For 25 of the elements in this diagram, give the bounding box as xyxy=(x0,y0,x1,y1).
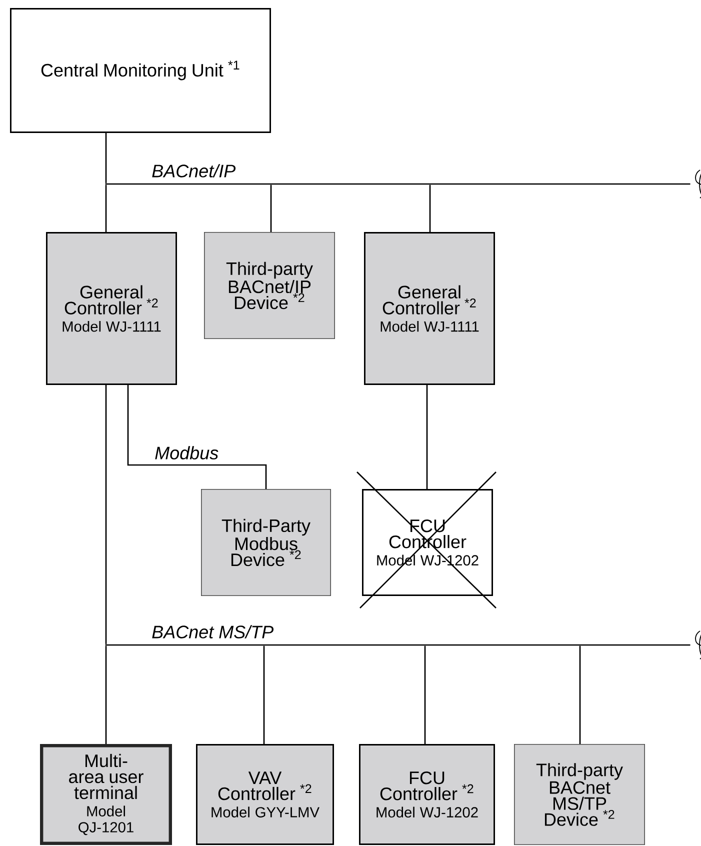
network-bus: BACnet/IP xyxy=(105,164,690,185)
device-box: Third-party BACnet MS/TP Device $^{*2}$ xyxy=(514,744,645,845)
connector-line xyxy=(105,184,107,232)
controller-box: VAV Controller $^{*2}$ Model GYY-LMV xyxy=(196,744,334,845)
connector-line xyxy=(579,646,581,744)
node-label: BACnet/IP xyxy=(152,164,236,178)
connector-line xyxy=(263,646,265,744)
device-box: Third-party BACnet/IP Device $^{*2}$ xyxy=(204,232,335,339)
controller-box: FCU Controller $^{*2}$ Model WJ-1202 xyxy=(359,744,495,845)
connector-line xyxy=(105,646,107,744)
edge-label: Modbus xyxy=(155,446,218,460)
network-bus: BACnet MS/TP xyxy=(105,625,690,646)
connector-line xyxy=(105,133,107,184)
connector-line xyxy=(426,385,428,489)
controller-box: General Controller $^{*2}$ Model WJ-1111 xyxy=(46,232,177,385)
device-box: Third-Party Modbus Device $^{*2}$ xyxy=(201,489,331,596)
connector-line xyxy=(127,385,267,489)
connector-line xyxy=(429,184,431,232)
connector-line xyxy=(105,385,107,644)
controller-box: General Controller $^{*2}$ Model WJ-1111 xyxy=(364,232,495,385)
node-label: BACnet MS/TP xyxy=(152,625,274,638)
terminal-box: Multi-area user terminal Model QJ-1201 xyxy=(40,744,172,845)
connector-line xyxy=(424,646,426,744)
connector-line xyxy=(270,184,272,232)
monitoring-unit-box: Central Monitoring Unit $^{*1}$ xyxy=(10,8,271,133)
